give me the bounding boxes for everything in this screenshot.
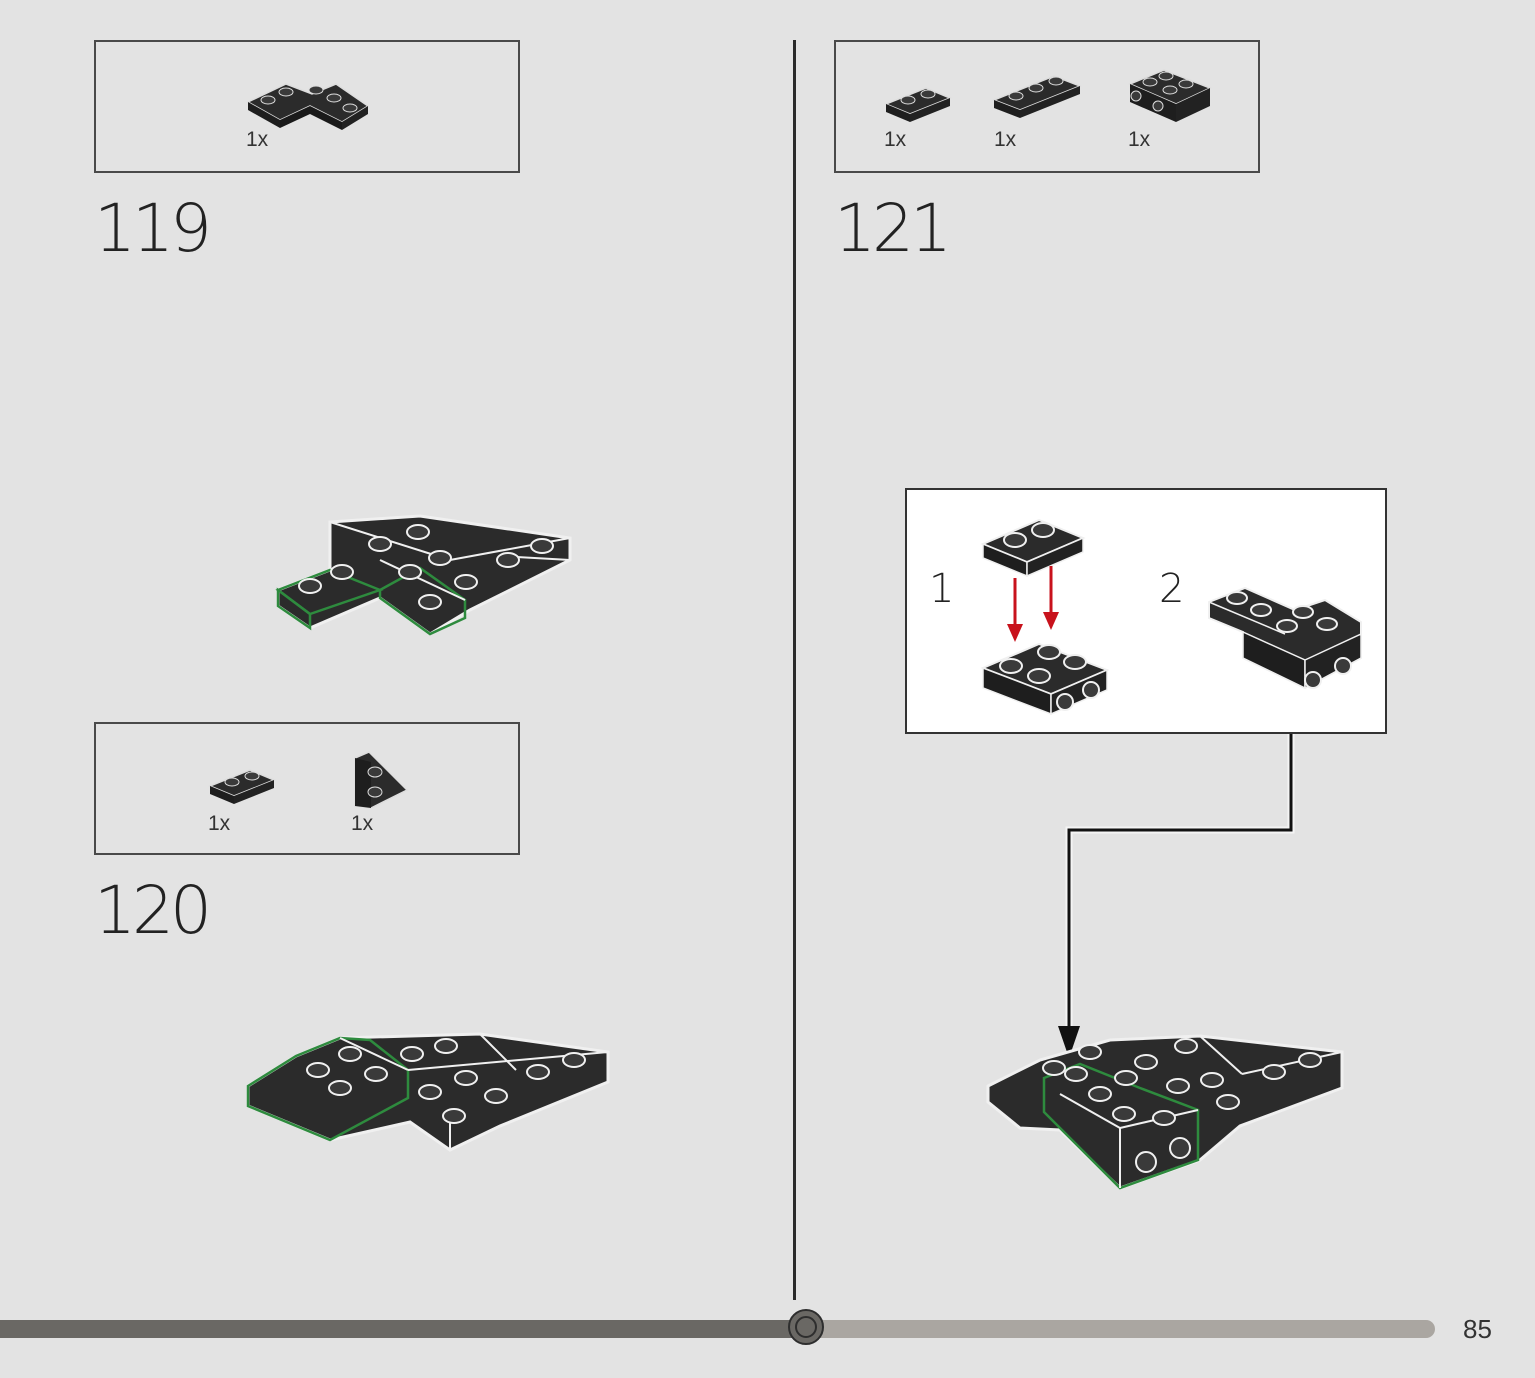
step-120-model-illustration [246, 1032, 610, 1152]
part-quantity: 1x [884, 128, 907, 151]
step-number-119: 119 [94, 190, 212, 267]
step-number-121: 121 [834, 190, 952, 267]
callout-connector-arrow [1058, 734, 1295, 1058]
step-119-model-illustration [275, 514, 572, 636]
substep-number-2: 2 [1159, 566, 1185, 612]
parts-box-step-121: 1x 1x 1x [834, 40, 1260, 173]
part-quantity: 1x [208, 812, 231, 835]
progress-bar [0, 1309, 1435, 1345]
step-121-model-illustration [986, 1034, 1344, 1190]
substep-2-illustration [1208, 586, 1362, 690]
part-quantity: 1x [1128, 128, 1151, 151]
l-plate-icon [246, 83, 370, 130]
part-quantity: 1x [994, 128, 1017, 151]
progress-fill [0, 1320, 806, 1338]
step-number-120: 120 [94, 872, 212, 949]
substep-number-1: 1 [929, 566, 955, 612]
wedge-plate-icon [354, 751, 409, 809]
subassembly-callout: 1 2 [905, 488, 1387, 734]
bracket-plate-icon [1128, 69, 1212, 122]
page-divider [793, 40, 796, 1300]
page-number: 85 [1463, 1314, 1492, 1344]
progress-knob [788, 1309, 824, 1345]
substep-1-illustration [980, 518, 1110, 716]
part-quantity: 1x [351, 812, 374, 835]
part-quantity: 1x [246, 128, 269, 151]
parts-box-step-119: 1x [94, 40, 520, 173]
plate-1x3-icon [991, 75, 1083, 118]
plate-1x2-icon [884, 87, 952, 122]
parts-box-step-120: 1x 1x [94, 722, 520, 855]
plate-1x2-icon [208, 769, 276, 804]
